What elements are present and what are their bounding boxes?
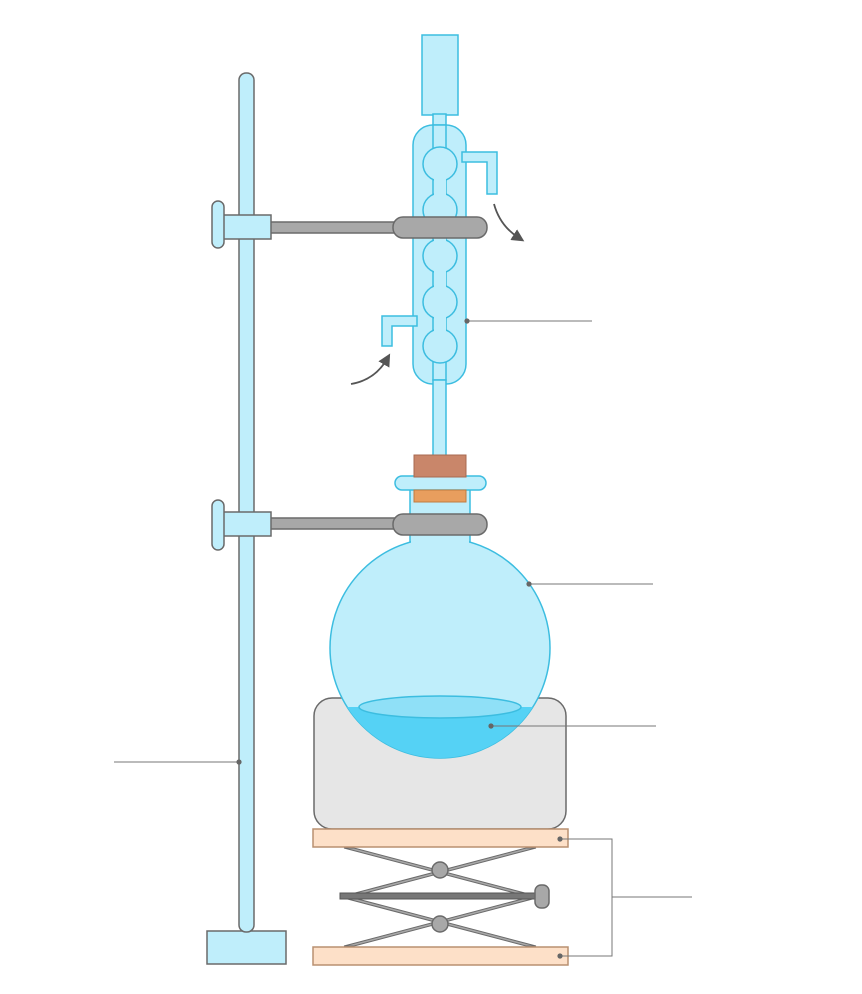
lab-jack-screw (339, 892, 541, 900)
lower-bosshead (221, 511, 272, 537)
water-out-arrow-icon (493, 203, 525, 242)
upper-clamp (211, 200, 399, 249)
cork-stopper-inner (413, 489, 467, 503)
retort-stand (206, 72, 287, 965)
lab-jack-bracket (560, 838, 613, 957)
reflux-condenser (381, 34, 498, 457)
flask-lip (394, 475, 487, 491)
lab-jack-bottom-plate (312, 946, 569, 966)
stand-rod (238, 72, 255, 933)
lower-clamp (211, 499, 399, 551)
cork-stopper-top (413, 454, 467, 478)
lower-clamp-jaw (392, 513, 488, 536)
leader-dots (236, 318, 563, 959)
upper-bosshead-screw (211, 200, 225, 249)
lower-bosshead-screw (211, 499, 225, 551)
lab-jack-pivot-top (431, 861, 449, 879)
leader-lines (114, 320, 692, 957)
water-in-arrow-icon (350, 353, 391, 385)
water-inlet-tube (381, 315, 418, 347)
water-outlet-tube (461, 151, 498, 195)
stand-base (206, 930, 287, 965)
round-bottom-flask (329, 454, 551, 759)
lab-jack (312, 828, 569, 966)
lab-jack-knob (534, 884, 550, 909)
lab-jack-top-plate (312, 828, 569, 848)
upper-clamp-arm (267, 221, 399, 234)
lower-clamp-arm (267, 517, 399, 530)
condenser-drip-tube (432, 379, 447, 457)
lab-jack-pivot-bottom (431, 915, 449, 933)
upper-clamp-jaw (392, 216, 488, 239)
condenser-top-adapter (421, 34, 459, 116)
upper-bosshead (221, 214, 272, 240)
